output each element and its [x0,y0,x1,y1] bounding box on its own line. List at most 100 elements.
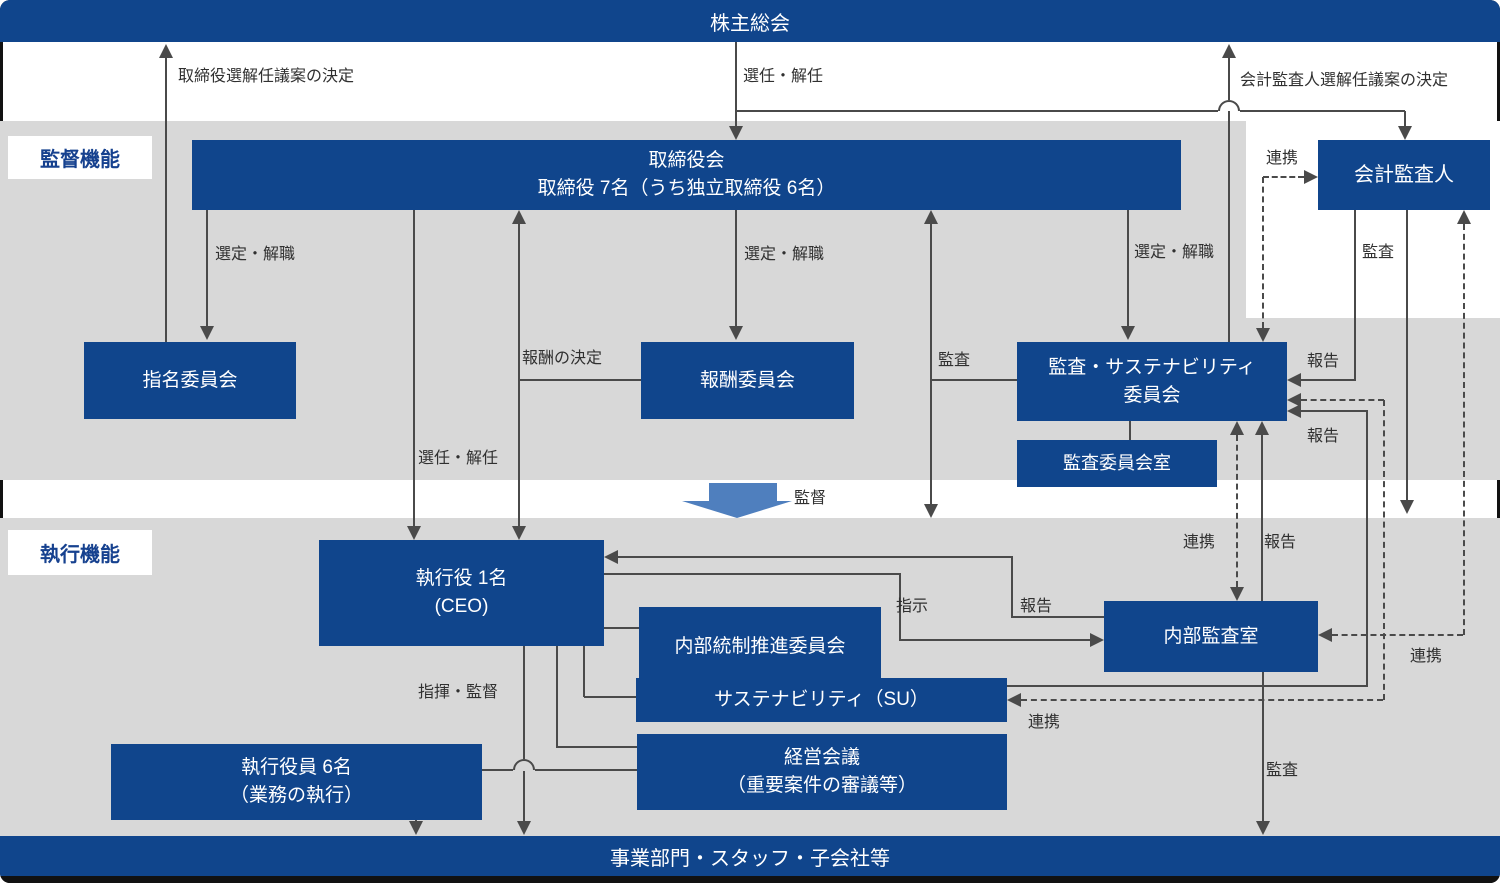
dashed-connector [1301,399,1384,401]
arrowhead-down [407,526,421,540]
supervisory-function-text: 監督機能 [40,149,120,171]
arrowhead-right [1090,633,1104,647]
arrowhead-down [729,126,743,140]
connector-line [735,42,737,126]
ceo-line2: (CEO) [434,596,489,617]
connector-line [604,573,901,575]
connector-line [520,379,641,381]
connector-line [583,646,585,697]
arrowhead-down [729,326,743,340]
internal-control-committee-box: 内部統制推進委員会 [639,607,881,686]
business-divisions-label: 事業部門・スタッフ・子会社等 [610,847,890,870]
edge-label-audit-bottom: 監査 [1266,762,1299,779]
edge-label-director-election: 取締役選解任議案の決定 [178,68,355,85]
audit-committee-office-box: 監査委員会室 [1017,440,1217,487]
supervise-block-arrow [709,483,777,501]
arrowhead-up [1230,421,1244,435]
arrowhead-up [1457,210,1471,224]
edge-label-direct-supervise: 指揮・監督 [418,684,499,701]
edge-label-select-dismiss-2: 選定・解職 [744,246,825,263]
arrowhead-left [604,550,618,564]
supervise-block-arrow-head [682,501,792,518]
edge-label-select-dismiss-1: 選定・解職 [215,246,296,263]
dashed-connector [1236,435,1238,587]
edge-label-compensation-decision: 報酬の決定 [522,350,603,367]
arrowhead-down [1121,326,1135,340]
ceo-box: 執行役 1名 (CEO) [319,540,604,646]
connector-line [518,224,520,526]
arrowhead-down [200,326,214,340]
internal-control-label: 内部統制推進委員会 [674,635,846,657]
edge-label-cooperation-su: 連携 [1028,714,1061,731]
connector-line [901,639,1090,641]
board-of-directors-box: 取締役会 取締役 7名（うち独立取締役 6名） [192,140,1181,210]
connector-line [899,574,901,641]
connector-line [1354,210,1356,381]
management-line1: 経営会議 [783,747,860,769]
edge-label-report-sustainability: 報告 [1307,428,1340,445]
internal-audit-label: 内部監査室 [1163,625,1259,647]
dashed-connector [1463,224,1465,635]
connector-line [1404,111,1406,126]
arrowhead-left [1318,628,1332,642]
bottom-border [0,876,1500,883]
connector-line [557,746,637,748]
arrowhead-left [1007,693,1021,707]
connector-line [165,48,167,342]
connector-line [1127,210,1129,326]
ceo-line1: 執行役 1名 [415,568,508,590]
connector-line [523,646,525,759]
connector-line [523,771,525,822]
audit-sus-line1: 監査・サステナビリティ [1048,356,1256,378]
edge-label-instruct: 指示 [896,598,929,615]
arrowhead-down [512,526,526,540]
edge-label-report-auditor: 報告 [1307,353,1340,370]
exec-officers-line1: 執行役員 6名 [241,757,352,779]
edge-label-audit-board: 監査 [938,352,971,369]
edge-label-cooperation-auditor-ia: 連携 [1410,648,1443,665]
management-line2: （重要案件の審議等） [726,775,917,796]
connector-line [584,696,636,698]
connector-line [482,769,513,771]
connector-line [1228,48,1230,100]
edge-label-appoint-dismiss-ceo: 選任・解任 [418,450,499,467]
arrowhead-down [409,821,423,835]
accounting-auditor-label: 会計監査人 [1354,163,1454,186]
connector-line [1261,435,1263,601]
audit-sus-line2: 委員会 [1123,384,1181,406]
sustainability-box: サステナビリティ（SU） [636,678,1007,722]
connector-line [736,110,1218,112]
audit-sustainability-committee-box: 監査・サステナビリティ 委員会 [1017,342,1287,421]
connector-line [1228,111,1230,342]
edge-label-report-ceo: 報告 [1020,598,1053,615]
executive-function-label: 執行機能 [8,530,152,575]
connector-line [1240,110,1405,112]
compensation-label: 報酬委員会 [699,369,795,391]
edge-label-auditor-election: 会計監査人選解任議案の決定 [1240,72,1449,89]
arrowhead-down [1256,821,1270,835]
connector-line [618,556,1013,558]
arrowhead-down [1256,328,1270,342]
edge-label-select-dismiss-3: 選定・解職 [1134,244,1215,261]
arrowhead-left [1287,393,1301,407]
arrowhead-left [1287,404,1301,418]
nomination-label: 指名委員会 [142,369,238,391]
connector-line [1007,685,1368,687]
exec-officers-line2: （業務の執行） [229,785,363,806]
connector-line [1129,421,1131,440]
edge-label-audit-auditor: 監査 [1362,244,1395,261]
connector-line [206,210,208,326]
edge-label-appoint-dismiss-top: 選任・解任 [743,68,824,85]
arrowhead-up [924,210,938,224]
connector-line [932,379,1017,381]
edge-label-supervise: 監督 [794,490,827,507]
connector-line [535,769,637,771]
shareholders-meeting-bar: 株主総会 [0,0,1500,42]
connector-line [413,210,415,526]
supervisory-function-label: 監督機能 [8,136,152,179]
arrowhead-right [1304,170,1318,184]
compensation-committee-box: 報酬委員会 [641,342,854,419]
arrowhead-down [517,821,531,835]
connector-line [604,627,639,629]
